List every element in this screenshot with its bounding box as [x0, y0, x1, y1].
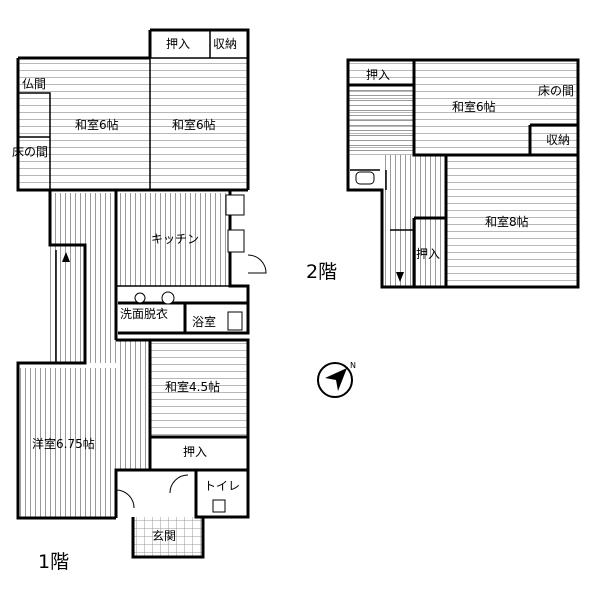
room-label-butsuma: 仏間: [22, 77, 46, 91]
washitsu-c-texture: [150, 340, 248, 437]
floor2-label: 2階: [306, 261, 337, 283]
room-label-kitchen: キッチン: [151, 232, 199, 246]
room-label-washitsu-c: 和室4.5帖: [165, 379, 220, 394]
compass-north-label: N: [350, 361, 356, 370]
door-swing-icon: [169, 474, 189, 494]
room-label-washitsu-8: 和室8帖: [485, 214, 529, 229]
room-label-washroom: 洗面脱衣: [120, 306, 168, 321]
wall: [114, 340, 152, 518]
wall: [16, 58, 248, 192]
room-label-washitsu-b: 和室6帖: [172, 117, 216, 132]
room-label-storage: 収納: [213, 37, 237, 51]
floor2-plan: 押入 和室6帖 床の間 収納 和室8帖 押入 2階: [306, 58, 580, 289]
stove-icon: [225, 194, 245, 216]
wall: [118, 190, 250, 305]
stairs-down-icon: [396, 272, 404, 282]
genkan-tile: [133, 517, 203, 557]
youshitsu-texture: [18, 368, 116, 518]
landing-texture: [348, 85, 414, 155]
floor1-label: 1階: [38, 551, 69, 573]
door-swing-icon: [115, 489, 135, 509]
room-label-washitsu-6: 和室6帖: [452, 99, 496, 114]
room-label-youshitsu: 洋室6.75帖: [32, 436, 95, 451]
room-label-genkan: 玄関: [152, 528, 176, 543]
washitsu-8-texture: [446, 157, 578, 287]
partition: [18, 30, 211, 190]
kitchen-texture: [118, 193, 230, 286]
room-label-washitsu-a: 和室6帖: [75, 117, 119, 132]
washing-machine-icon: [161, 291, 175, 305]
room-label-tokonoma: 床の間: [12, 145, 48, 159]
corridor-texture: [118, 340, 150, 470]
room-label-oshiire-a: 押入: [366, 68, 390, 82]
compass-north-icon: N: [317, 361, 356, 398]
wall: [16, 190, 116, 520]
room-label-oshiire-mid: 押入: [183, 445, 207, 459]
wall: [114, 190, 250, 472]
wall: [412, 60, 578, 287]
toilet-icon: [212, 499, 226, 513]
sink-icon: [227, 229, 245, 253]
wall: [346, 58, 580, 289]
bathtub-icon: [227, 311, 243, 331]
door-swing-icon: [247, 254, 267, 274]
washbasin-icon: [134, 292, 146, 304]
room-label-oshiire-top: 押入: [166, 37, 190, 51]
room-label-tokonoma: 床の間: [538, 84, 574, 98]
wall: [348, 83, 578, 155]
wall: [18, 28, 250, 190]
floor1-plan: 押入 収納 仏間 床の間 和室6帖 和室6帖 キッチン 洗面脱衣 浴室 和室4.…: [12, 28, 267, 573]
wall: [118, 303, 250, 335]
room-label-bath: 浴室: [192, 314, 216, 329]
sink-icon: [355, 171, 375, 185]
room-label-toilet: トイレ: [204, 479, 240, 493]
room-label-oshiire-b: 押入: [416, 247, 440, 261]
partition: [350, 169, 387, 190]
washitsu-area-texture: [18, 58, 248, 190]
room-label-storage: 収納: [546, 133, 570, 147]
wall: [131, 470, 250, 559]
stairs-up-icon: [62, 252, 70, 262]
